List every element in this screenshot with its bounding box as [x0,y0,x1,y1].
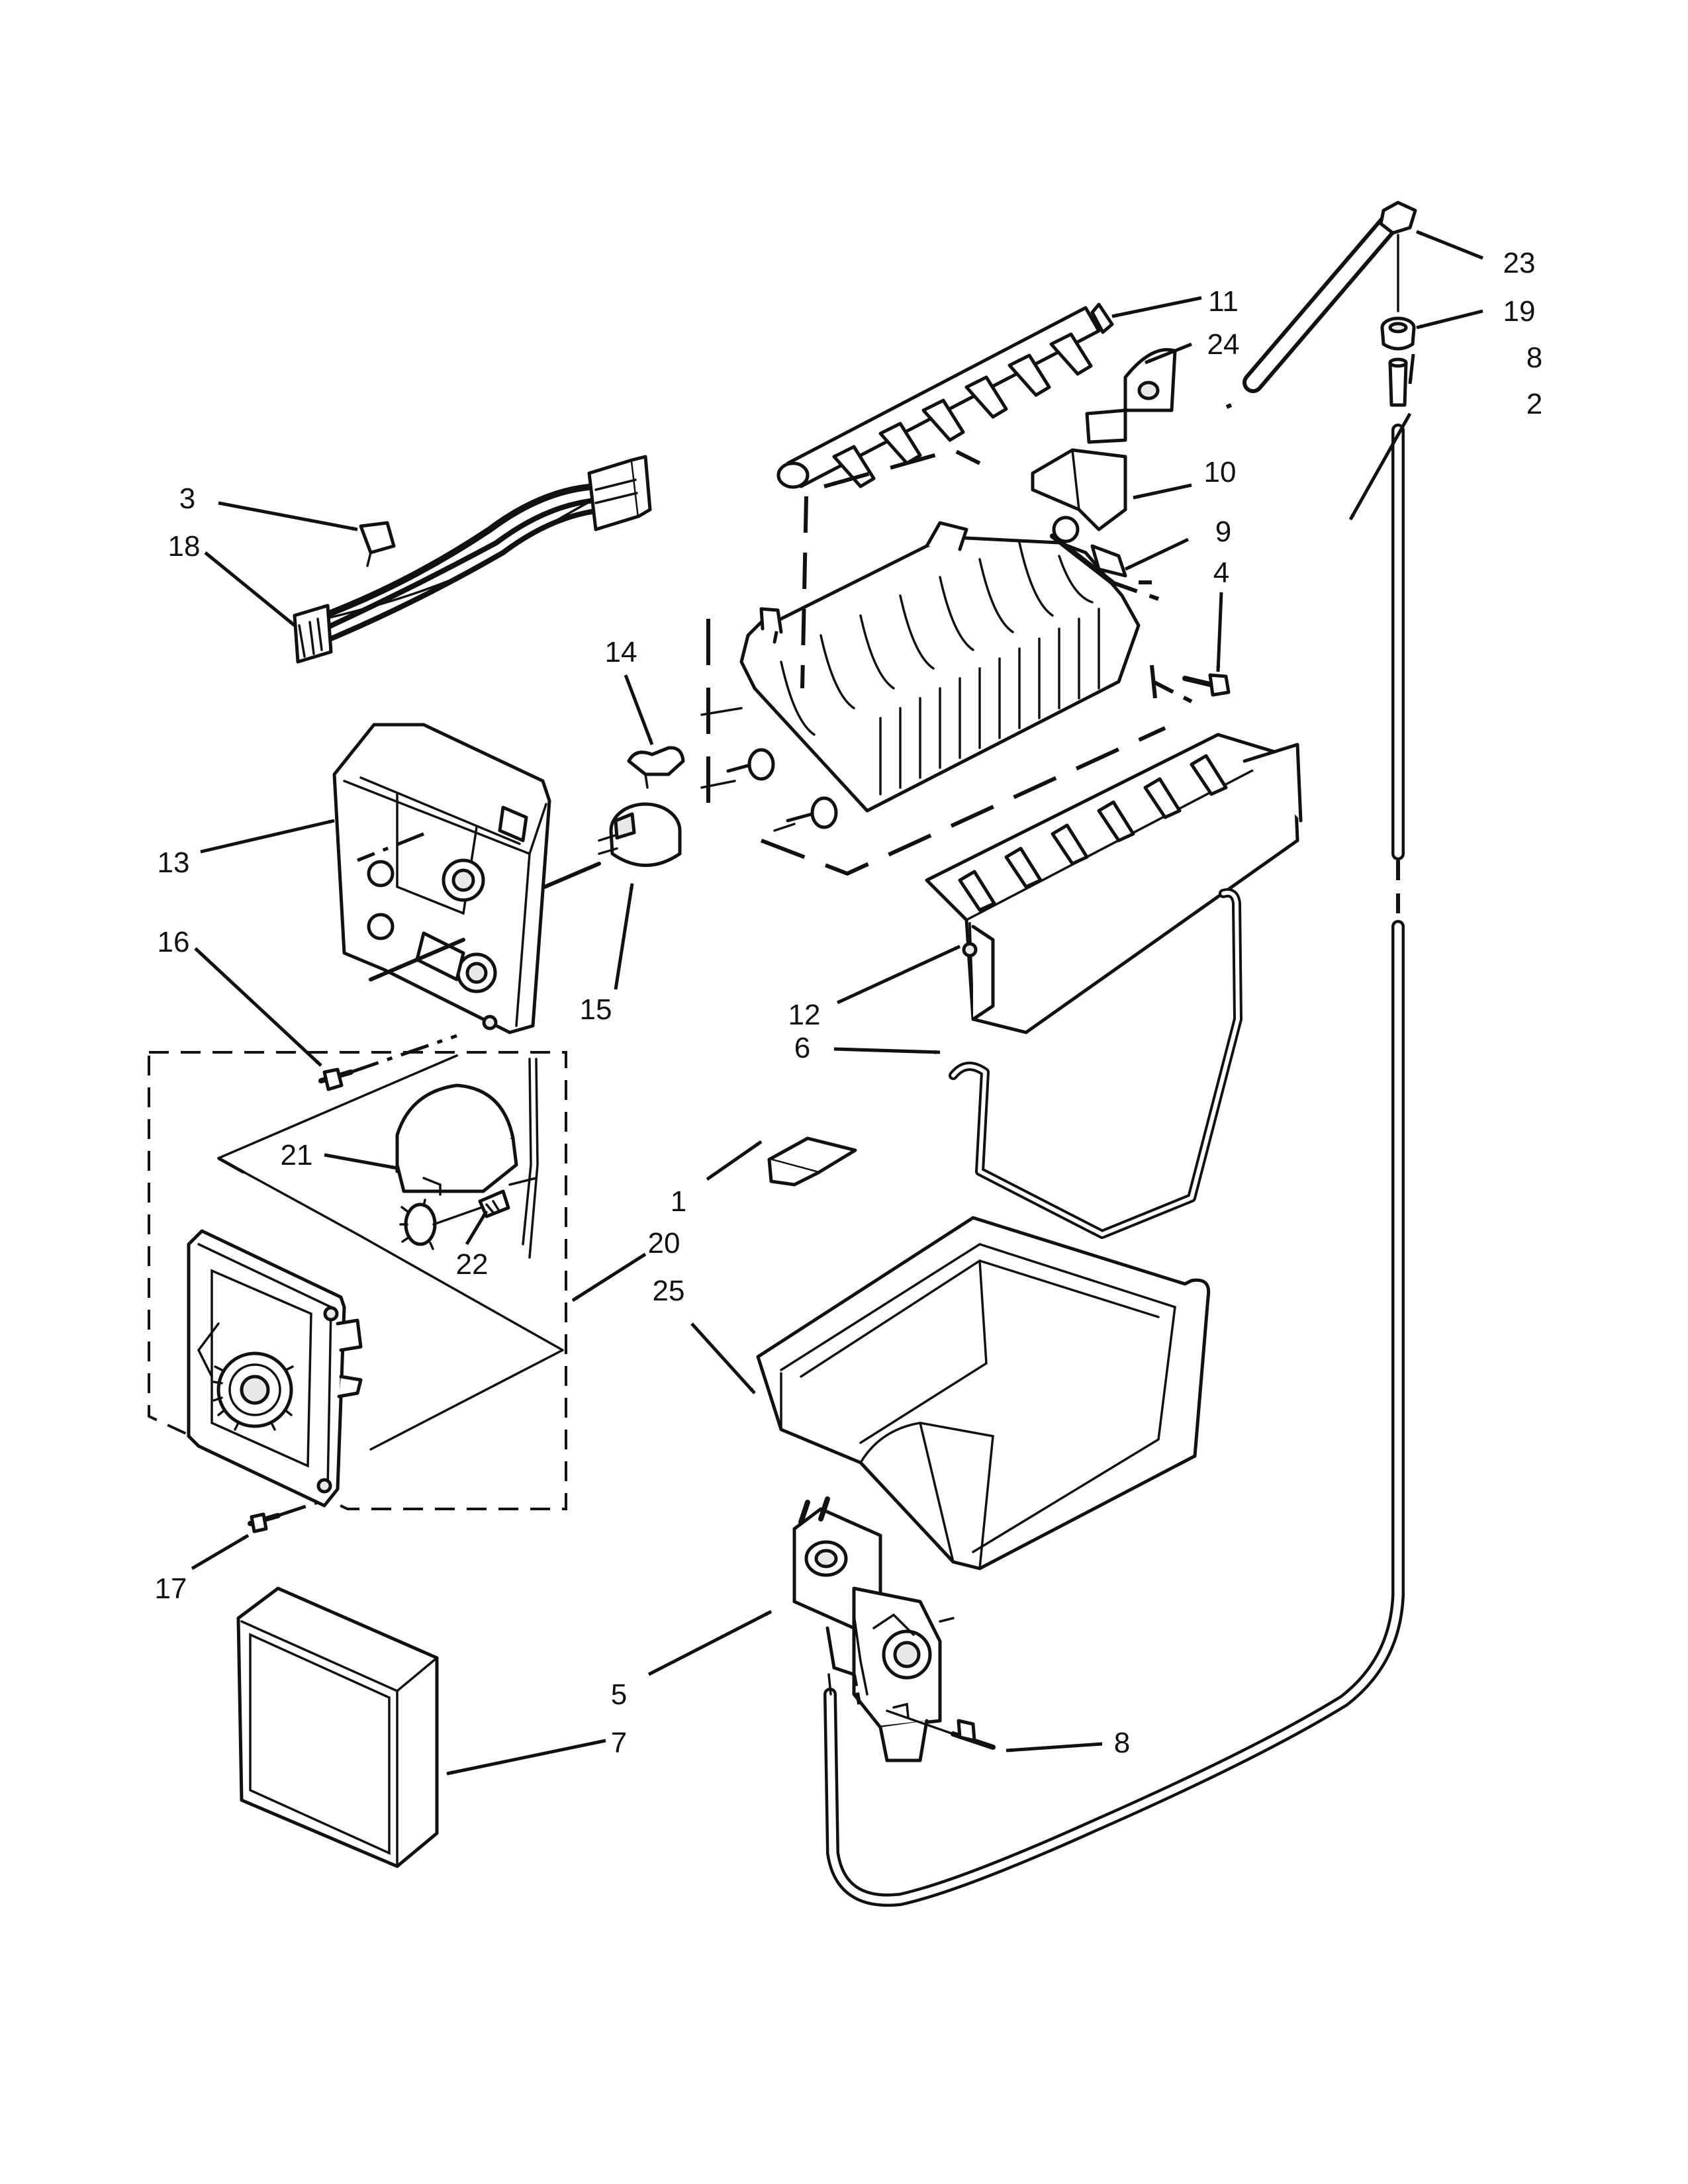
callout-leaders [191,230,1483,1776]
callout-21: 21 [281,1139,313,1171]
callout-14: 14 [605,636,637,668]
harness-link [357,832,601,981]
callout-11: 11 [1208,285,1239,318]
fill-tube-part [1243,201,1417,393]
valve-screw-part [886,1709,996,1750]
fill-cup-part [1031,448,1127,543]
grommet-part [1380,316,1416,351]
bearing-part [1085,347,1177,444]
ice-bin-part [756,1216,1211,1570]
assembly-guides [706,403,1233,876]
front-cover-part [236,1586,439,1868]
thermostat-clip-part [627,746,685,789]
plate-screw-part [248,1500,318,1533]
motor-part [395,1058,539,1259]
housing-screw-part [318,1034,457,1091]
ejector-part [776,302,1114,489]
callout-5: 5 [611,1678,627,1711]
callout-22: 22 [456,1248,489,1281]
clip-part [767,1136,857,1187]
callout-8-top: 8 [1526,341,1542,374]
callout-6: 6 [794,1032,810,1064]
callout-18: 18 [168,530,201,563]
thermostat-part [598,802,682,867]
motor-assembly-group [148,1051,567,1510]
tube-insert-part [1388,357,1408,407]
screw-part [1182,673,1231,697]
callout-9: 9 [1215,516,1231,548]
callout-19: 19 [1503,295,1536,328]
callout-15: 15 [580,993,612,1026]
feeler-arm-part [949,888,1243,1239]
callout-23: 23 [1503,247,1536,279]
water-tube-part [823,424,1405,1907]
callout-2: 2 [1526,388,1542,420]
callout-10: 10 [1204,456,1237,488]
callout-17: 17 [155,1572,187,1605]
callout-12: 12 [788,999,821,1031]
mounting-plate-part [187,1229,363,1508]
ice-mold-part [700,521,1141,832]
water-valve-part [792,1496,955,1762]
callout-13: 13 [158,846,190,879]
callout-3: 3 [179,482,195,515]
callout-8-bottom: 8 [1114,1727,1130,1759]
callout-1: 1 [671,1185,686,1218]
callout-16: 16 [158,926,190,958]
callout-7: 7 [611,1727,627,1759]
wire-harness-part [293,455,652,664]
callout-20: 20 [648,1227,680,1259]
callout-25: 25 [653,1275,685,1307]
ice-stripper-part [925,733,1303,1034]
callout-labels: 1 2 3 4 5 6 7 8 8 9 10 11 12 13 14 15 16… [155,247,1543,1759]
callout-4: 4 [1213,557,1229,589]
control-housing-part [332,723,551,1034]
callout-24: 24 [1207,328,1240,361]
